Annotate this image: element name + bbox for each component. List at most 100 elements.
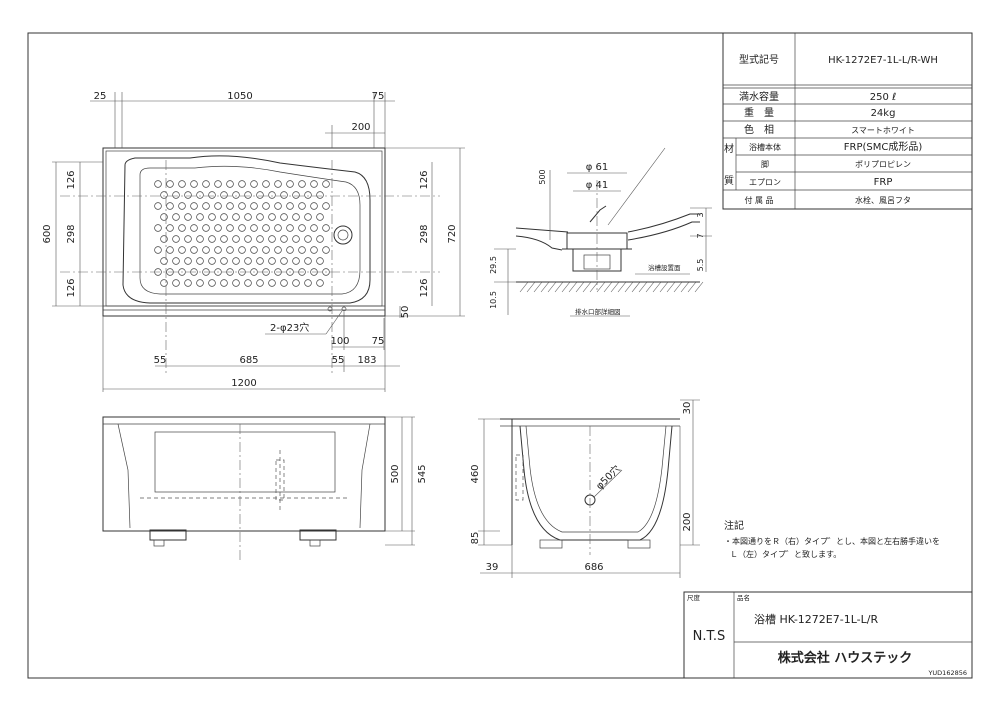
- floor-label: 浴槽設置面: [648, 263, 681, 272]
- drawing-border: [27, 32, 973, 679]
- dim-200-side: 200: [682, 512, 693, 531]
- dim-298-right: 298: [419, 224, 430, 243]
- material-leg-label: 脚: [761, 159, 769, 169]
- dimple: [226, 180, 234, 188]
- dim-686: 686: [584, 562, 603, 573]
- dimple: [220, 257, 228, 265]
- model-label: 型式記号: [739, 53, 779, 66]
- dim-75-bottom: 75: [372, 336, 385, 347]
- dimple: [250, 268, 258, 276]
- hatch-line: [645, 281, 655, 293]
- dimple: [232, 191, 240, 199]
- hatch-line: [533, 281, 543, 293]
- dimple: [214, 224, 222, 232]
- hatch-line: [589, 281, 599, 293]
- dimple: [190, 202, 198, 210]
- dimple: [262, 246, 270, 254]
- dimple: [172, 191, 180, 199]
- material-leg-value: ポリプロピレン: [855, 160, 911, 169]
- dimple: [274, 246, 282, 254]
- dimple: [322, 246, 330, 254]
- dimple: [232, 279, 240, 287]
- dimple: [190, 246, 198, 254]
- dim-55-a: 55: [154, 355, 167, 366]
- dimple: [262, 202, 270, 210]
- dimple: [202, 180, 210, 188]
- dimple: [250, 246, 258, 254]
- dimple: [262, 224, 270, 232]
- dim-30: 30: [682, 402, 693, 415]
- dimple: [256, 213, 264, 221]
- dimple: [226, 202, 234, 210]
- notes-title: 注記: [724, 519, 744, 532]
- dimple: [250, 202, 258, 210]
- dimple: [208, 279, 216, 287]
- dimple: [196, 191, 204, 199]
- notes-line-1: ・本図通りをＲ（右）タイプ゛とし、本図と左右勝手違いを: [724, 536, 940, 546]
- dimple: [172, 257, 180, 265]
- dim-460: 460: [470, 464, 481, 483]
- dimple: [208, 191, 216, 199]
- dim-39: 39: [486, 562, 499, 573]
- dim-685: 685: [239, 355, 258, 366]
- dimple: [268, 213, 276, 221]
- dimple: [238, 180, 246, 188]
- material-group-label-2: 質: [724, 174, 734, 187]
- dimple: [298, 246, 306, 254]
- dimple: [202, 202, 210, 210]
- hatch-line: [561, 281, 571, 293]
- hatch-line: [575, 281, 585, 293]
- dimple: [268, 191, 276, 199]
- dimple: [208, 257, 216, 265]
- product-name: 浴槽 HK-1272E7-1L-L/R: [754, 613, 878, 626]
- dimple: [154, 224, 162, 232]
- dimple: [154, 180, 162, 188]
- dimple: [190, 224, 198, 232]
- weight-value: 24kg: [871, 108, 896, 119]
- dimple: [214, 180, 222, 188]
- name-label: 品名: [737, 593, 750, 602]
- floor-hatching: [519, 281, 704, 293]
- top-view-dimensions: 25 1050 75 200 600 126 298 126 126 298 1…: [42, 91, 465, 392]
- dimple: [286, 202, 294, 210]
- dim-29-5: 29.5: [489, 256, 498, 274]
- dimple: [316, 235, 324, 243]
- dimple: [226, 246, 234, 254]
- dimple: [322, 202, 330, 210]
- dimple: [298, 224, 306, 232]
- dimple: [304, 213, 312, 221]
- dimple: [232, 213, 240, 221]
- dimple: [310, 224, 318, 232]
- dimple: [322, 180, 330, 188]
- dimple: [154, 202, 162, 210]
- scale-value: N.T.S: [693, 629, 726, 644]
- material-body-value: FRP(SMC成形品): [844, 141, 923, 153]
- dim-50-apron: 50: [400, 306, 411, 319]
- dim-126-right-a: 126: [419, 170, 430, 189]
- dimple: [208, 235, 216, 243]
- dimple: [280, 257, 288, 265]
- hatch-line: [666, 281, 676, 293]
- capacity-value: 250 ℓ: [870, 92, 896, 103]
- dimple: [214, 246, 222, 254]
- hatch-line: [652, 281, 662, 293]
- dim-545-front: 545: [417, 464, 428, 483]
- dim-100: 100: [330, 336, 349, 347]
- dimple: [268, 279, 276, 287]
- dimple: [280, 279, 288, 287]
- hatch-line: [547, 281, 557, 293]
- hatch-line: [596, 281, 606, 293]
- dimple: [292, 279, 300, 287]
- dimple: [160, 235, 168, 243]
- dimple: [298, 202, 306, 210]
- dim-7: 7: [696, 233, 705, 238]
- dim-phi61: φ 61: [586, 162, 609, 173]
- color-value: スマートホワイト: [851, 126, 915, 135]
- dimple: [286, 246, 294, 254]
- dimple: [238, 202, 246, 210]
- dimple: [250, 180, 258, 188]
- dimple: [256, 235, 264, 243]
- hatch-line: [568, 281, 578, 293]
- hatch-line: [540, 281, 550, 293]
- dimple: [256, 191, 264, 199]
